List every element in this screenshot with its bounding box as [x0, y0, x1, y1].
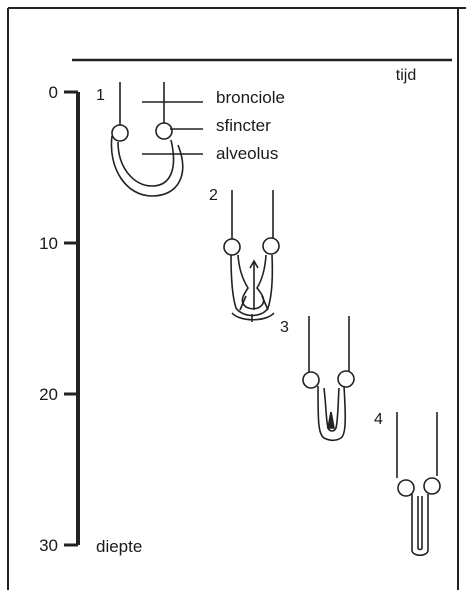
stage-3-sphincter-right — [338, 371, 354, 387]
depth-tick-label-20: 20 — [39, 385, 58, 404]
stage-3-number: 3 — [280, 319, 289, 336]
stage-1-number: 1 — [96, 87, 105, 104]
stage-2-alveolus-base — [232, 313, 274, 320]
stage-1-sphincter-right — [156, 123, 172, 139]
stage-4-sphincter-right — [424, 478, 440, 494]
stage-3-sphincter-left — [303, 372, 319, 388]
bronchiole-label: bronciole — [216, 88, 285, 107]
stage-1-alveolus — [111, 82, 182, 196]
depth-tick-label-10: 10 — [39, 234, 58, 253]
stage-3-alveolus — [303, 316, 354, 440]
stage-4-sphincter-left — [398, 480, 414, 496]
depth-tick-label-0: 0 — [49, 83, 58, 102]
stage-2-sphincter-left — [224, 239, 240, 255]
stage-3-residual-gas — [328, 412, 334, 428]
stage-4-number: 4 — [374, 411, 383, 428]
time-axis-label: tijd — [396, 67, 416, 84]
stage-4-alveolus-wall-inner — [418, 496, 422, 550]
stage-2-alveolus — [224, 190, 279, 322]
depth-tick-label-30: 30 — [39, 536, 58, 555]
depth-axis-label: diepte — [96, 537, 142, 556]
stage-1-alveolus-wall-inner — [118, 140, 174, 186]
stage-2-sphincter-right — [263, 238, 279, 254]
sphincter-label: sfincter — [216, 116, 271, 135]
stage-4-alveolus — [397, 412, 440, 555]
stage-2-number: 2 — [209, 187, 218, 204]
alveolus-label: alveolus — [216, 144, 278, 163]
stage-4-alveolus-wall-outer — [412, 494, 428, 555]
stage-1-sphincter-left — [112, 125, 128, 141]
